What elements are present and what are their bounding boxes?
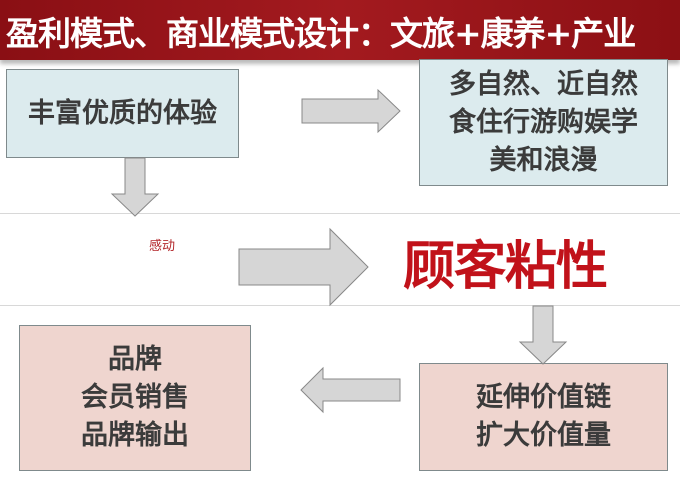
divider <box>0 213 680 214</box>
experience-text: 丰富优质的体验 <box>28 97 217 129</box>
touch-label: 感动 <box>149 239 176 254</box>
arrow-down-left <box>110 157 160 217</box>
arrow-left <box>300 366 401 414</box>
nature-line: 多自然、近自然 <box>449 68 638 100</box>
brand-box: 品牌 会员销售 品牌输出 <box>19 325 251 471</box>
divider <box>0 305 680 306</box>
brand-line: 品牌 <box>108 344 162 375</box>
brand-line: 品牌输出 <box>81 420 189 451</box>
value-chain-line: 延伸价值链 <box>476 382 611 413</box>
page-title: 盈利模式、商业模式设计：文旅+康养+产业 <box>6 14 636 53</box>
customer-stickiness: 顾客粘性 <box>403 237 608 297</box>
nature-line: 美和浪漫 <box>489 144 598 176</box>
brand-line: 会员销售 <box>81 382 189 413</box>
nature-line: 食住行游购娱学 <box>449 106 638 138</box>
nature-box: 多自然、近自然 食住行游购娱学 美和浪漫 <box>419 59 668 186</box>
experience-box: 丰富优质的体验 <box>6 69 239 158</box>
arrow-right-small <box>301 88 401 134</box>
arrow-down-right <box>518 305 568 365</box>
title-bar: 盈利模式、商业模式设计：文旅+康养+产业 <box>0 0 680 60</box>
value-chain-box: 延伸价值链 扩大价值量 <box>419 363 668 471</box>
arrow-right-big <box>238 227 369 307</box>
value-chain-line: 扩大价值量 <box>476 420 611 451</box>
